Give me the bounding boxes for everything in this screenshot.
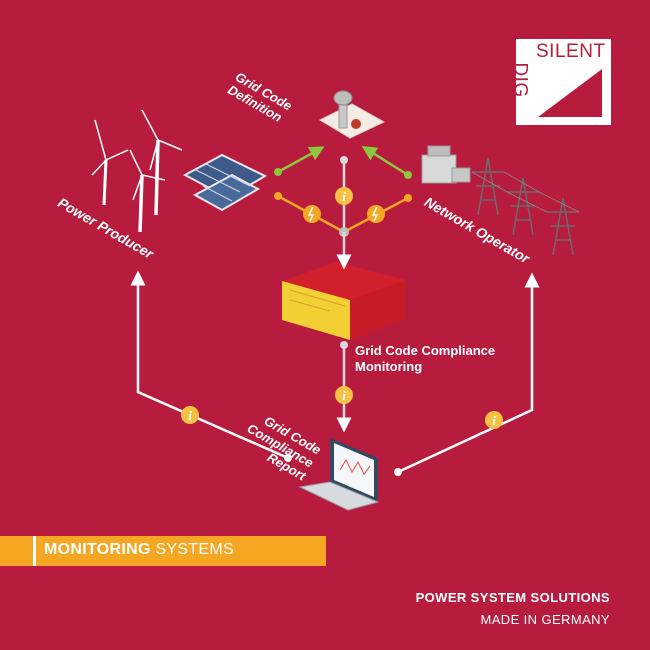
svg-text:i: i xyxy=(342,388,346,403)
producer-green-dot xyxy=(274,168,282,176)
monitoring-systems-banner: MONITORING SYSTEMS xyxy=(44,541,234,559)
grid-code-definition-icon xyxy=(318,90,386,139)
info-icon: i xyxy=(181,406,199,424)
solar-panels-icon xyxy=(182,153,268,212)
info-icon: i xyxy=(335,187,353,205)
svg-text:i: i xyxy=(492,413,496,428)
info-icon: i xyxy=(335,386,353,404)
laptop-icon xyxy=(298,438,380,511)
svg-text:i: i xyxy=(342,189,346,204)
top-grey-dot xyxy=(340,156,348,164)
lightning-icon xyxy=(303,205,321,223)
grid-code-compliance-monitoring-label: Grid Code Compliance Monitoring xyxy=(355,343,496,374)
svg-text:i: i xyxy=(188,408,192,423)
footer-made-in-germany: MADE IN GERMANY xyxy=(480,612,610,627)
substation-icon xyxy=(421,145,471,184)
banner-foreground xyxy=(33,536,326,566)
lightning-icon xyxy=(367,205,385,223)
monitoring-device-icon xyxy=(282,262,406,340)
report-left-dot xyxy=(284,454,292,462)
info-icon: i xyxy=(485,411,503,429)
power-pylons-icon xyxy=(471,157,580,256)
operator-to-definition-arrow xyxy=(361,146,409,177)
logo-text-silent: SILENT xyxy=(536,41,606,62)
report-right-dot xyxy=(394,468,402,476)
producer-orange-dot xyxy=(274,192,282,200)
footer-power-system-solutions: POWER SYSTEM SOLUTIONS xyxy=(415,590,610,605)
banner-bold-text: MONITORING xyxy=(44,541,151,558)
digsilent-logo: SILENT DIG xyxy=(510,39,611,125)
device-grey-dot xyxy=(340,341,348,349)
operator-orange-dot xyxy=(404,194,412,202)
wind-turbines-icon xyxy=(91,109,183,233)
report-to-operator-arrow xyxy=(397,272,540,474)
producer-to-definition-arrow xyxy=(277,146,325,174)
logo-triangle xyxy=(538,69,602,117)
report-to-producer-arrow xyxy=(130,270,289,460)
logo-text-dig: DIG xyxy=(509,62,531,98)
operator-green-dot xyxy=(404,171,412,179)
banner-rest-text: SYSTEMS xyxy=(150,541,235,558)
